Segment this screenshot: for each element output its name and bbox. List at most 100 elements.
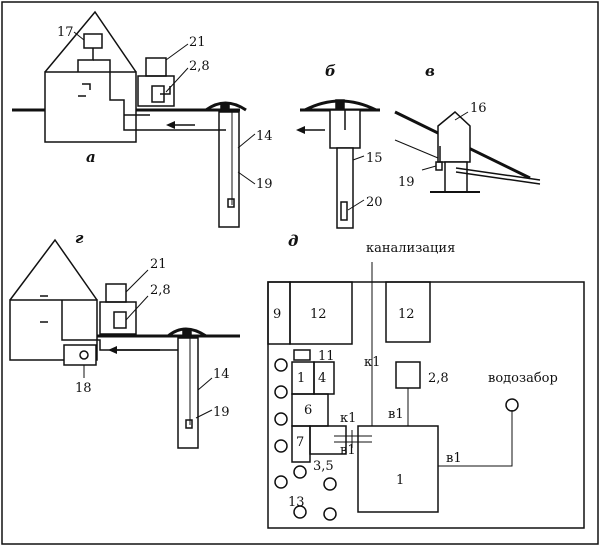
pipe-label-v1c: в1 (446, 451, 462, 466)
plan-label-12b: 12 (398, 307, 415, 322)
well-cap-knob-a (220, 103, 230, 113)
well-cap-g (167, 327, 207, 338)
label-21a: 21 (189, 35, 206, 50)
label-14g: 14 (213, 367, 230, 382)
label-14a: 14 (256, 129, 273, 144)
label-21g: 21 (150, 257, 167, 272)
pump-unit-g (113, 311, 127, 329)
leader-28g (125, 295, 149, 321)
plan-label-13: 13 (288, 495, 305, 510)
label-18: 18 (75, 381, 92, 396)
basement-pump-18 (79, 350, 89, 360)
leader-17 (73, 31, 85, 41)
well-casing-g (177, 337, 199, 449)
leader-28a (165, 67, 189, 93)
tap-a1 (82, 83, 91, 90)
plan-label-35: 3,5 (313, 459, 334, 474)
tree-2 (274, 385, 288, 399)
label-water-intake: водозабор (488, 371, 558, 386)
pipe-label-k1a: к1 (364, 355, 380, 370)
panel-letter-g: г (75, 229, 84, 247)
plan-label-11: 11 (318, 349, 335, 364)
plan-house-1 (357, 425, 439, 513)
plan-pump-room (395, 361, 421, 389)
panel-a (12, 10, 256, 228)
pipe-label-v1b: в1 (388, 407, 404, 422)
plan-room-12b (385, 281, 431, 343)
well-cap-knob-b (335, 99, 345, 109)
leader-19a (237, 171, 256, 185)
plan-room-11 (293, 349, 311, 361)
panel-b (300, 99, 380, 229)
plan-label-1b: 1 (396, 473, 404, 488)
label-15: 15 (366, 151, 383, 166)
label-19v: 19 (398, 175, 415, 190)
submersible-pump-19g (185, 419, 193, 429)
tree-8 (293, 505, 307, 519)
pump-20 (340, 201, 348, 221)
label-17: 17 (57, 25, 74, 40)
tree-4 (274, 439, 288, 453)
pump-station-top-g (105, 283, 127, 303)
supply-pipe-a (93, 59, 220, 131)
house-roof-g (9, 238, 98, 301)
label-16: 16 (470, 101, 487, 116)
leader-14a (237, 133, 256, 149)
pipe-label-k1b: к1 (340, 411, 356, 426)
panel-v (394, 110, 541, 193)
leader-19v (421, 165, 437, 171)
panel-letter-a: а (86, 148, 96, 166)
pump-station-body-g (99, 301, 137, 335)
leader-21a (165, 43, 189, 61)
tank-pipe-a (77, 48, 94, 72)
well-cap-knob-g (182, 329, 192, 339)
tree-7 (323, 477, 337, 491)
panel-g (9, 238, 240, 449)
label-20: 20 (366, 195, 383, 210)
plan-label-7: 7 (296, 435, 304, 450)
pipe-slope-v (455, 167, 541, 181)
tree-1 (274, 358, 288, 372)
leader-pipe-v (394, 139, 439, 159)
label-28g: 2,8 (150, 283, 171, 298)
attic-tank-17 (83, 33, 103, 49)
label-19a: 19 (256, 177, 273, 192)
tree-5 (274, 475, 288, 489)
plan-label-4: 4 (318, 371, 326, 386)
plan-label-12a: 12 (310, 307, 327, 322)
intake-pipe (438, 410, 513, 467)
well-cap-a (205, 101, 247, 112)
leader-20 (347, 199, 365, 211)
panel-d (267, 262, 585, 529)
leader-21g (125, 269, 149, 293)
panel-letter-d: д (288, 232, 298, 250)
tree-3 (274, 412, 288, 426)
well-casing-b (336, 147, 354, 229)
plan-label-1a: 1 (297, 371, 305, 386)
plan-room-12a (289, 281, 353, 345)
leader-19g (195, 409, 213, 419)
pump-19v (435, 161, 443, 171)
well-structure-v (437, 111, 471, 163)
leader-14g (197, 377, 213, 391)
leader-15 (352, 155, 365, 161)
flow-arrow-head-g (108, 346, 117, 354)
pipe-label-v1a: в1 (340, 443, 356, 458)
house-roof-a (44, 10, 137, 73)
pump-station-body-a (137, 75, 175, 107)
plan-label-6: 6 (304, 403, 312, 418)
flow-arrow-head-a (166, 121, 175, 129)
label-28a: 2,8 (189, 59, 210, 74)
pipe-slope-v2 (455, 171, 541, 185)
leader-16 (454, 111, 469, 121)
well-base-v (444, 161, 468, 193)
panel-letter-b: б (325, 62, 336, 80)
arrow-a-to-b (296, 126, 325, 134)
house-body-a (44, 71, 137, 143)
tree-9 (323, 507, 337, 521)
plan-label-9: 9 (273, 307, 281, 322)
panel-letter-v: в (425, 62, 435, 80)
